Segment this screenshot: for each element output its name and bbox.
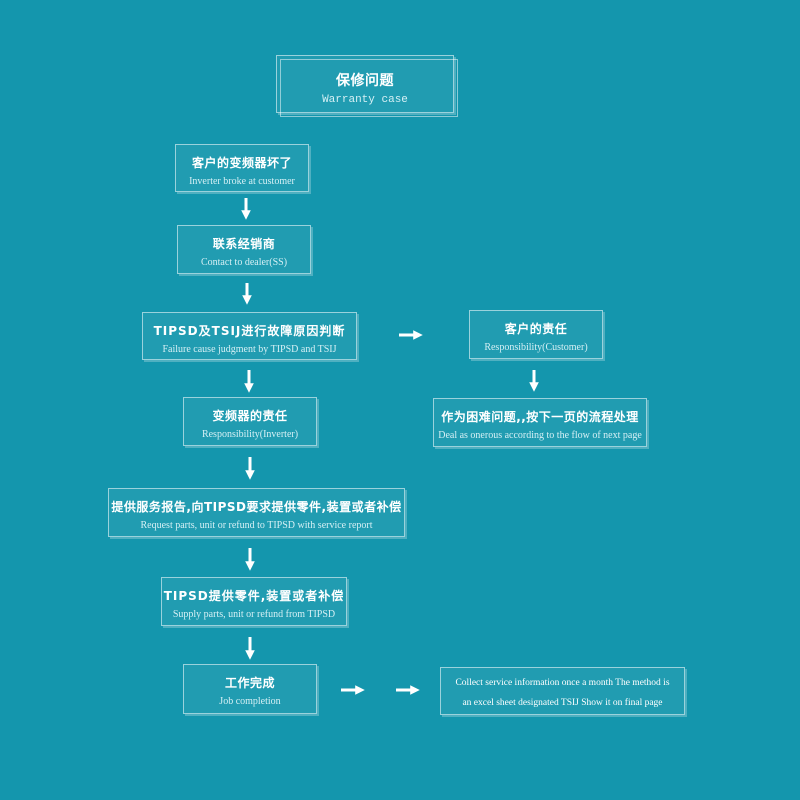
step-label-zh: 工作完成 [224, 676, 275, 690]
step-label-zh: 联系经销商 [212, 237, 276, 251]
note-service-info: Collect service information once a month… [440, 667, 685, 715]
step-contact-dealer: 联系经销商 Contact to dealer(SS) [177, 225, 311, 274]
note-line-1: Collect service information once a month… [455, 678, 670, 688]
step-label-en: Job completion [219, 696, 281, 707]
step-request-parts: 提供服务报告,向TIPSD要求提供零件,装置或者补偿 Request parts… [108, 488, 405, 537]
step-label-zh: 作为困难问题,,按下一页的流程处理 [441, 410, 639, 424]
step-supply-parts: TIPSD提供零件,装置或者补偿 Supply parts, unit or r… [161, 577, 347, 626]
step-label-en: Failure cause judgment by TIPSD and TSIJ [162, 344, 337, 355]
step-label-zh: TIPSD及TSIJ进行故障原因判断 [153, 324, 346, 338]
step-label-zh: 变频器的责任 [212, 409, 288, 423]
step-label-zh: 提供服务报告,向TIPSD要求提供零件,装置或者补偿 [111, 500, 402, 514]
step-failure-judgment: TIPSD及TSIJ进行故障原因判断 Failure cause judgmen… [142, 312, 357, 360]
step-label-zh: 客户的责任 [504, 322, 568, 336]
step-label-zh: 客户的变频器坏了 [191, 156, 292, 170]
step-label-en: Supply parts, unit or refund from TIPSD [172, 609, 336, 620]
note-line-2: an excel sheet designated TSIJ Show it o… [462, 698, 663, 708]
step-label-en: Deal as onerous according to the flow of… [438, 430, 642, 441]
step-label-en: Contact to dealer(SS) [200, 257, 288, 268]
step-label-en: Responsibility(Customer) [484, 342, 588, 353]
step-label-en: Responsibility(Inverter) [201, 429, 299, 440]
step-customer-responsibility: 客户的责任 Responsibility(Customer) [469, 310, 603, 359]
step-inverter-broke: 客户的变频器坏了 Inverter broke at customer [175, 144, 309, 192]
step-label-en: Request parts, unit or refund to TIPSD w… [140, 520, 373, 531]
title-box: 保修问题 Warranty case [276, 55, 458, 117]
step-job-completion: 工作完成 Job completion [183, 664, 317, 714]
step-inverter-responsibility: 变频器的责任 Responsibility(Inverter) [183, 397, 317, 446]
step-onerous-case: 作为困难问题,,按下一页的流程处理 Deal as onerous accord… [433, 398, 647, 447]
title-en: Warranty case [322, 94, 408, 106]
step-label-en: Inverter broke at customer [189, 176, 295, 187]
title-zh: 保修问题 [336, 73, 394, 89]
step-label-zh: TIPSD提供零件,装置或者补偿 [163, 589, 345, 603]
